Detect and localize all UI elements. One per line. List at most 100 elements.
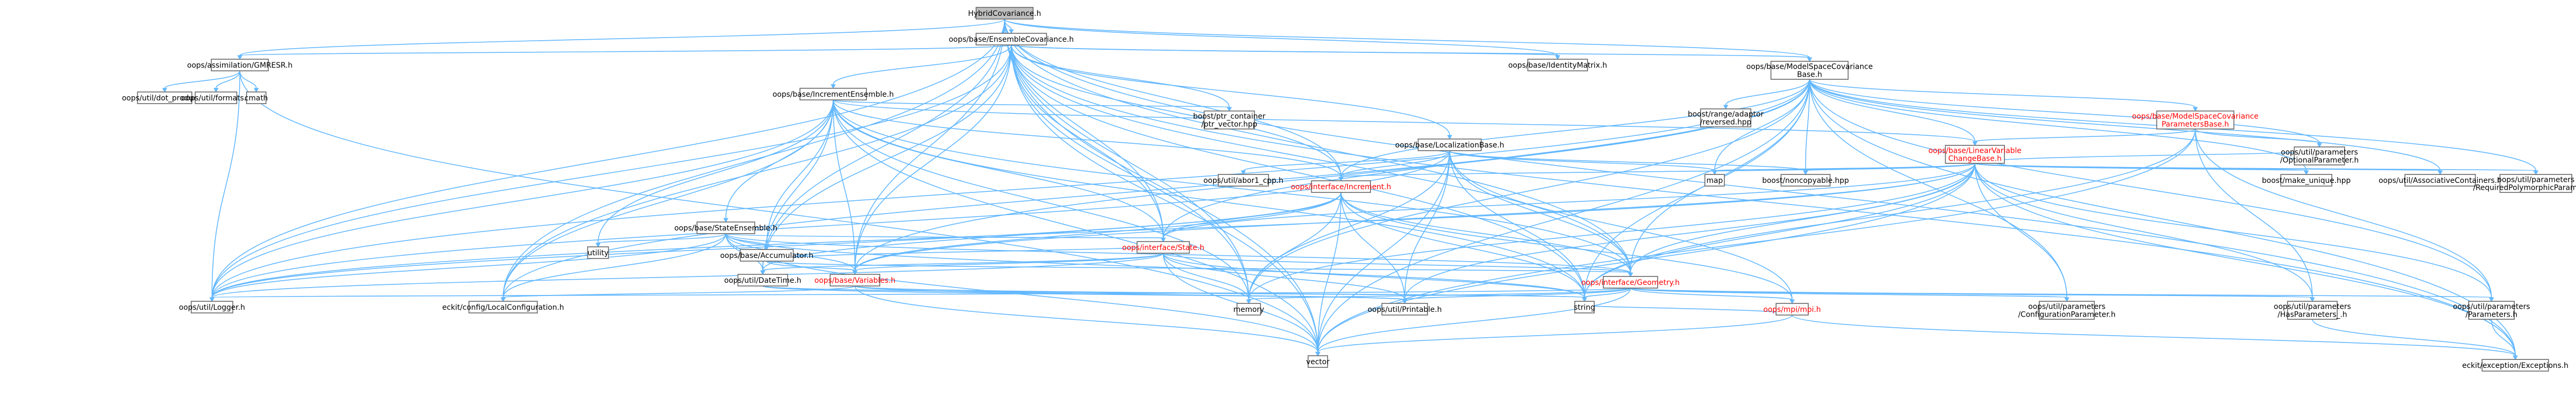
node-oops-util-logger-h[interactable]: oops/util/Logger.h xyxy=(179,301,245,313)
node-boost-noncopyable-hpp[interactable]: boost/noncopyable.hpp xyxy=(1762,174,1849,187)
node-label: map xyxy=(1706,177,1723,185)
edge-root-to-msc xyxy=(1004,19,1810,58)
node-label: oops/base/ModelSpaceCovariance xyxy=(1747,63,1873,71)
node-box xyxy=(1417,138,1482,151)
node-oops-base-localizationbase-h[interactable]: oops/base/LocalizationBase.h xyxy=(1395,138,1504,151)
node-box xyxy=(1945,145,2005,164)
edge-msc-to-mem xyxy=(1248,79,1810,300)
arrowhead-geo-to-cfp xyxy=(2064,297,2070,302)
node-oops-util-printable-h[interactable]: oops/util/Printable.h xyxy=(1368,303,1442,316)
edge-sen-to-lcf xyxy=(502,233,726,298)
node-box xyxy=(2468,301,2515,320)
arrowhead-sta-to-dtm xyxy=(760,270,766,275)
node-label: oops/interface/Increment.h xyxy=(1291,183,1391,191)
node-oops-mpi-mpi-h[interactable]: oops/mpi/mpi.h xyxy=(1763,303,1821,316)
node-box xyxy=(1218,174,1269,187)
node-oops-interface-geometry-h[interactable]: oops/interface/Geometry.h xyxy=(1581,276,1679,289)
edge-ens-to-exc xyxy=(1011,44,2516,356)
edge-mpi-to-vec xyxy=(1317,315,1793,353)
arrowhead-sta-to-geo xyxy=(1628,272,1634,278)
edge-geo-to-mpi xyxy=(1630,288,1793,300)
edge-msc-to-opt xyxy=(1809,79,2320,144)
node-oops-util-abor1-cpp-h[interactable]: oops/util/abor1_cpp.h xyxy=(1203,174,1283,187)
node-utility[interactable]: utility xyxy=(587,246,609,259)
edge-msc-to-str xyxy=(1584,79,1810,298)
node-oops-base-variables-h[interactable]: oops/base/Variables.h xyxy=(815,274,895,286)
node-oops-assimilation-gmresr-h[interactable]: oops/assimilation/GMRESR.h xyxy=(187,59,293,71)
node-oops-util-parameters-requiredpolymorphicparameter-h[interactable]: oops/util/parameters/RequiredPolymorphic… xyxy=(2473,174,2576,193)
edge-ince-to-acc xyxy=(766,99,834,246)
node-vector[interactable]: vector xyxy=(1306,355,1330,368)
node-box xyxy=(2293,146,2345,165)
node-oops-util-parameters-optionalparameter-h[interactable]: oops/util/parameters/OptionalParameter.h xyxy=(2280,146,2359,165)
node-oops-interface-state-h[interactable]: oops/interface/State.h xyxy=(1122,241,1205,254)
arrowhead-lvc-to-mku xyxy=(2303,170,2309,175)
node-oops-base-identitymatrix-h[interactable]: oops/base/IdentityMatrix.h xyxy=(1508,59,1607,71)
node-box xyxy=(194,91,238,104)
node-oops-base-modelspacecovarianceparametersbase-h[interactable]: oops/base/ModelSpaceCovarianceParameters… xyxy=(2132,110,2258,130)
node-oops-util-parameters-hasparameters-h[interactable]: oops/util/parameters/HasParameters_.h xyxy=(2274,301,2351,320)
node-label: ChangeBase.h xyxy=(1948,155,2002,163)
node-label: oops/base/EnsembleCovariance.h xyxy=(949,35,1074,44)
node-label: HybridCovariance.h xyxy=(968,10,1041,18)
node-box xyxy=(2481,359,2549,372)
edge-msc-to-mscp xyxy=(1809,79,2196,108)
edge-loc-to-vec xyxy=(1317,150,1450,353)
node-box xyxy=(975,7,1034,20)
node-box xyxy=(246,91,267,104)
node-oops-base-ensemblecovariance-h[interactable]: oops/base/EnsembleCovariance.h xyxy=(949,33,1074,45)
arrowhead-geo-to-hpp xyxy=(2310,297,2315,302)
node-label: Base.h xyxy=(1797,71,1822,79)
node-oops-base-stateensemble-h[interactable]: oops/base/StateEnsemble.h xyxy=(674,221,777,234)
node-box xyxy=(1603,276,1658,289)
node-oops-util-formats-h[interactable]: oops/util/formats.h xyxy=(181,91,251,104)
edge-inc-to-vec xyxy=(1317,192,1342,353)
node-box xyxy=(137,91,192,104)
edge-lvc-to-sta xyxy=(1163,163,1976,238)
edge-geo-to-par xyxy=(1630,288,2492,298)
arrowhead-sen-to-utl xyxy=(595,243,601,248)
node-eckit-config-localconfiguration-h[interactable]: eckit/config/LocalConfiguration.h xyxy=(442,301,564,313)
node-cmath[interactable]: cmath xyxy=(245,91,268,104)
arrowhead-ens-to-msc xyxy=(1807,57,1813,62)
node-map[interactable]: map xyxy=(1704,174,1725,187)
node-box xyxy=(737,274,788,286)
node-hybridcovariance-h[interactable]: HybridCovariance.h xyxy=(968,7,1041,20)
edge-sen-to-utl xyxy=(598,233,726,244)
edge-ince-to-log xyxy=(211,99,834,298)
edge-lvc-to-log xyxy=(211,163,1976,298)
edge-geo-to-vec xyxy=(1317,288,1631,353)
node-string[interactable]: string xyxy=(1574,301,1595,313)
node-eckit-exception-exceptions-h[interactable]: eckit/exception/Exceptions.h xyxy=(2462,359,2569,372)
edge-ince-to-geo xyxy=(833,99,1631,273)
arrowhead-hpp-to-exc xyxy=(2513,355,2518,360)
node-boost-ptr-container-ptr-vector-hpp[interactable]: boost/ptr_container/ptr_vector.hpp xyxy=(1193,110,1266,130)
edge-mpi-to-exc xyxy=(1791,315,2516,356)
node-box xyxy=(1775,303,1809,316)
node-oops-util-parameters-parameters-h[interactable]: oops/util/parameters/Parameters.h xyxy=(2453,301,2530,320)
edge-msc-to-rng xyxy=(1725,79,1810,106)
edge-inc-to-var xyxy=(854,192,1342,271)
edge-sta-to-geo xyxy=(1163,253,1631,273)
node-label: boost/make_unique.hpp xyxy=(2262,177,2351,185)
node-oops-util-associativecontainers-h[interactable]: oops/util/AssociativeContainers.h xyxy=(2378,174,2502,187)
node-oops-util-parameters-configurationparameter-h[interactable]: oops/util/parameters/ConfigurationParame… xyxy=(2018,301,2116,320)
node-boost-make-unique-hpp[interactable]: boost/make_unique.hpp xyxy=(2262,174,2351,187)
node-oops-base-accumulator-h[interactable]: oops/base/Accumulator.h xyxy=(720,249,814,262)
node-oops-interface-increment-h[interactable]: oops/interface/Increment.h xyxy=(1291,180,1391,193)
node-oops-util-dot-product-h[interactable]: oops/util/dot_product.h xyxy=(122,91,208,104)
arrowhead-ens-to-gmr xyxy=(237,55,242,60)
node-memory[interactable]: memory xyxy=(1233,303,1264,316)
arrowhead-msc-to-rng xyxy=(1723,105,1729,110)
node-oops-base-incrementensemble-h[interactable]: oops/base/IncrementEnsemble.h xyxy=(772,88,894,100)
node-label: oops/util/dot_product.h xyxy=(122,94,208,103)
node-oops-util-datetime-h[interactable]: oops/util/DateTime.h xyxy=(724,274,801,286)
node-box xyxy=(2287,301,2338,320)
node-boost-range-adaptor-reversed-hpp[interactable]: boost/range/adaptor/reversed.hpp xyxy=(1688,108,1764,127)
arrowhead-lvc-to-asc xyxy=(2438,170,2443,175)
arrowhead-msc-to-mscp xyxy=(2192,107,2198,112)
node-label: oops/util/Printable.h xyxy=(1368,306,1442,314)
node-box xyxy=(1311,180,1371,193)
